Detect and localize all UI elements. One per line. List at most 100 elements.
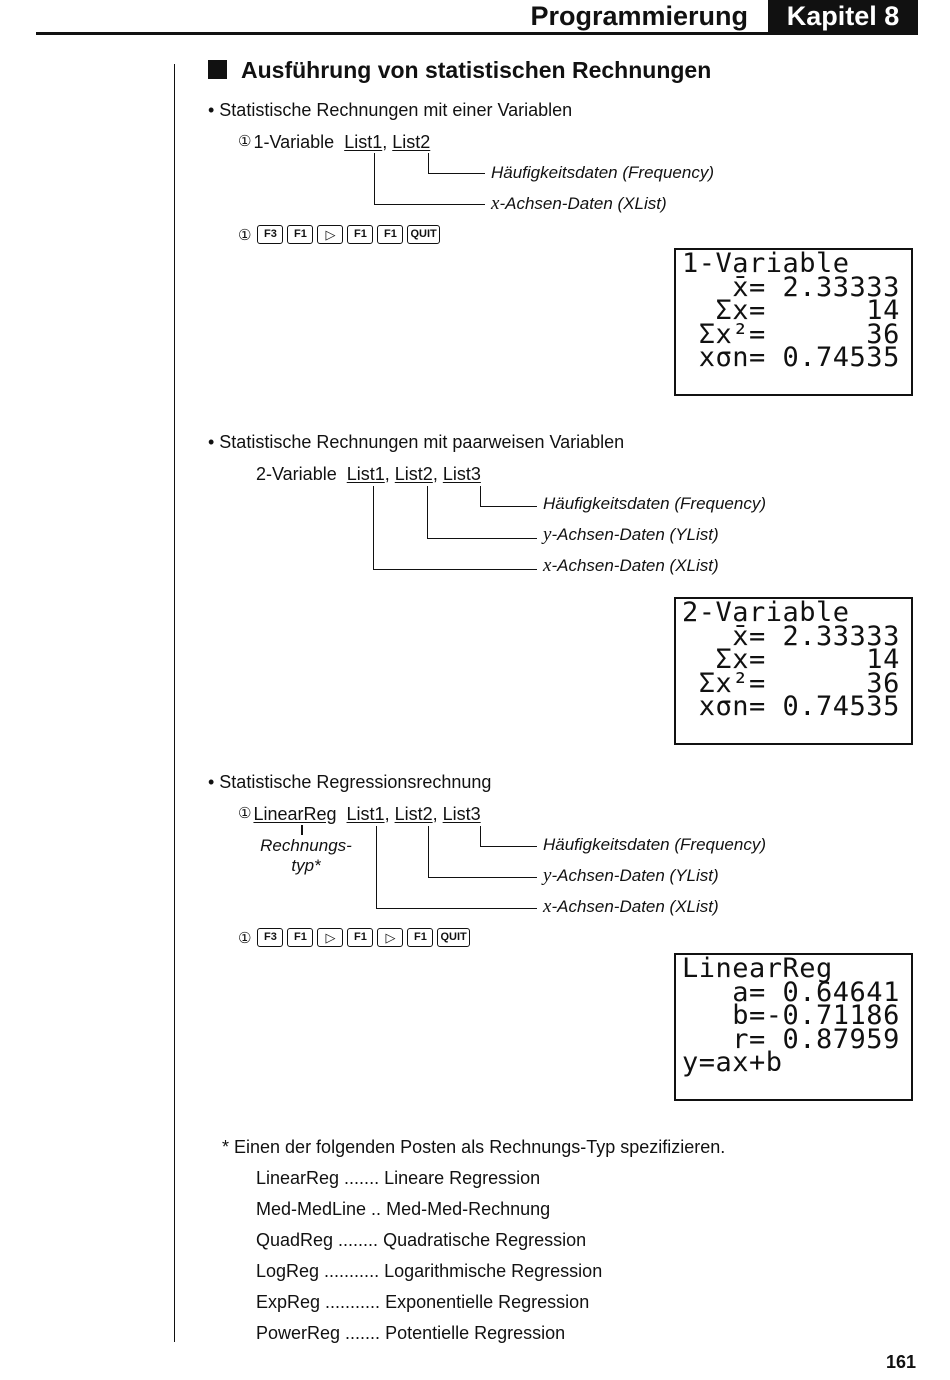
regression-type-list: LinearReg ....... Lineare Regression Med… [256, 1167, 602, 1353]
list1-arg: List1 [344, 132, 383, 152]
keystroke-sequence-1: ① F3 F1 ▷ F1 F1 QUIT [238, 225, 440, 244]
screen-line: a= 0.64641 [682, 976, 900, 1008]
list-item: LinearReg ....... Lineare Regression [256, 1167, 602, 1198]
list2-arg: List2 [394, 804, 433, 824]
connector-freq [428, 153, 485, 174]
type-name: Med-MedLine .. [256, 1199, 382, 1219]
type-desc: Lineare Regression [384, 1168, 541, 1188]
label-frequency: Häufigkeitsdaten (Frequency) [543, 494, 767, 513]
f3-key-icon: F3 [257, 225, 284, 244]
connector-xlist [376, 826, 537, 909]
square-bullet-icon [208, 60, 227, 79]
screen-line: 2-Variable [682, 597, 850, 628]
screen-line: Σx²= 36 [682, 667, 900, 699]
margin-rule [174, 64, 175, 1342]
section-title: Ausführung von statistischen Rechnungen [208, 56, 711, 84]
footnote-intro: * Einen der folgenden Posten als Rechnun… [222, 1137, 726, 1157]
screen-line: x̄= 2.33333 [682, 620, 900, 652]
connector-freq [480, 486, 537, 507]
list-item: ExpReg ........... Exponentielle Regress… [256, 1291, 602, 1322]
var-x: x [491, 193, 500, 214]
list2-arg: List2 [392, 132, 431, 152]
connector-type [301, 825, 303, 835]
quit-key-icon: QUIT [407, 225, 440, 244]
list-item: LogReg ........... Logarithmische Regres… [256, 1260, 602, 1291]
section-title-text: Ausführung von statistischen Rechnungen [241, 57, 712, 83]
label-frequency: Häufigkeitsdaten (Frequency) [491, 163, 715, 182]
label-ylist: y-Achsen-Daten (YList) [543, 866, 719, 886]
list1-arg: List1 [346, 464, 385, 484]
screen-line: Σx²= 36 [682, 318, 900, 350]
screen-line: Σx= 14 [682, 644, 900, 675]
header-rule [36, 32, 918, 35]
screen-line: xσn= 0.74535 [682, 691, 900, 722]
next-triangle-key-icon: ▷ [317, 225, 344, 244]
type-desc: Med-Med-Rechnung [386, 1199, 551, 1219]
type-name: ExpReg ........... [256, 1292, 381, 1312]
var-x: x [543, 555, 552, 576]
connector-xlist [373, 486, 537, 570]
screen-line: x̄= 2.33333 [682, 271, 900, 303]
screen-line: Σx= 14 [682, 295, 900, 326]
var-y: y [543, 865, 552, 886]
page-number: 161 [885, 1352, 916, 1372]
label-xlist-text: -Achsen-Daten (XList) [551, 556, 719, 575]
connector-ylist [428, 826, 537, 878]
calculator-screen-1: 1-Variable x̄= 2.33333 Σx= 14 Σx²= 36 xσ… [674, 248, 913, 396]
calculator-screen-2: 2-Variable x̄= 2.33333 Σx= 14 Σx²= 36 xσ… [674, 597, 913, 745]
list-item: PowerReg ....... Potentielle Regression [256, 1322, 602, 1353]
step-marker: ① [238, 225, 252, 244]
connector-xlist [374, 153, 485, 205]
chapter-badge: Kapitel 8 [768, 0, 918, 32]
label-xlist: x-Achsen-Daten (XList) [543, 897, 719, 917]
var-x: x [543, 896, 552, 917]
label-xlist-text: -Achsen-Daten (XList) [499, 194, 667, 213]
list-item: QuadReg ........ Quadratische Regression [256, 1229, 602, 1260]
step-marker: ① [238, 132, 252, 150]
label-type-1: Rechnungs- [260, 836, 352, 855]
step-marker: ① [238, 928, 252, 947]
label-frequency: Häufigkeitsdaten (Frequency) [543, 835, 767, 854]
type-name: PowerReg ....... [256, 1323, 381, 1343]
f1-key-icon: F1 [287, 928, 314, 947]
header-title: Programmierung [530, 1, 748, 31]
list2-arg: List2 [394, 464, 433, 484]
bullet-one-variable: • Statistische Rechnungen mit einer Vari… [208, 100, 573, 120]
type-name: LogReg ........... [256, 1261, 380, 1281]
next-triangle-key-icon: ▷ [317, 928, 344, 947]
f1-key-icon: F1 [377, 225, 404, 244]
f1-key-icon: F1 [347, 225, 374, 244]
connector-freq [480, 826, 537, 847]
f3-key-icon: F3 [257, 928, 284, 947]
screen-line: LinearReg [682, 953, 833, 984]
screen-line: r= 0.87959 [682, 1023, 900, 1055]
label-xlist: x-Achsen-Daten (XList) [491, 194, 667, 214]
command-name: 1-Variable [253, 132, 335, 152]
label-ylist: y-Achsen-Daten (YList) [543, 525, 719, 545]
f1-key-icon: F1 [287, 225, 314, 244]
label-type-2: typ* [291, 856, 321, 875]
syntax-two-variable: 2-Variable List1, List2, List3 [256, 464, 481, 484]
type-name: QuadReg ........ [256, 1230, 379, 1250]
list3-arg: List3 [442, 464, 481, 484]
label-ylist-text: -Achsen-Daten (YList) [551, 525, 719, 544]
label-ylist-text: -Achsen-Daten (YList) [551, 866, 719, 885]
command-name: LinearReg [253, 804, 337, 824]
label-xlist: x-Achsen-Daten (XList) [543, 556, 719, 576]
list-item: Med-MedLine .. Med-Med-Rechnung [256, 1198, 602, 1229]
calculator-screen-3: LinearReg a= 0.64641 b=-0.71186 r= 0.879… [674, 953, 913, 1101]
label-xlist-text: -Achsen-Daten (XList) [551, 897, 719, 916]
f1-key-icon: F1 [407, 928, 434, 947]
list1-arg: List1 [346, 804, 385, 824]
type-desc: Potentielle Regression [385, 1323, 566, 1343]
type-name: LinearReg ....... [256, 1168, 380, 1188]
step-marker: ① [238, 804, 252, 822]
type-desc: Quadratische Regression [383, 1230, 587, 1250]
command-name: 2-Variable [256, 464, 337, 484]
type-desc: Exponentielle Regression [385, 1292, 590, 1312]
list3-arg: List3 [442, 804, 481, 824]
screen-line: y=ax+b [682, 1047, 783, 1078]
f1-key-icon: F1 [347, 928, 374, 947]
